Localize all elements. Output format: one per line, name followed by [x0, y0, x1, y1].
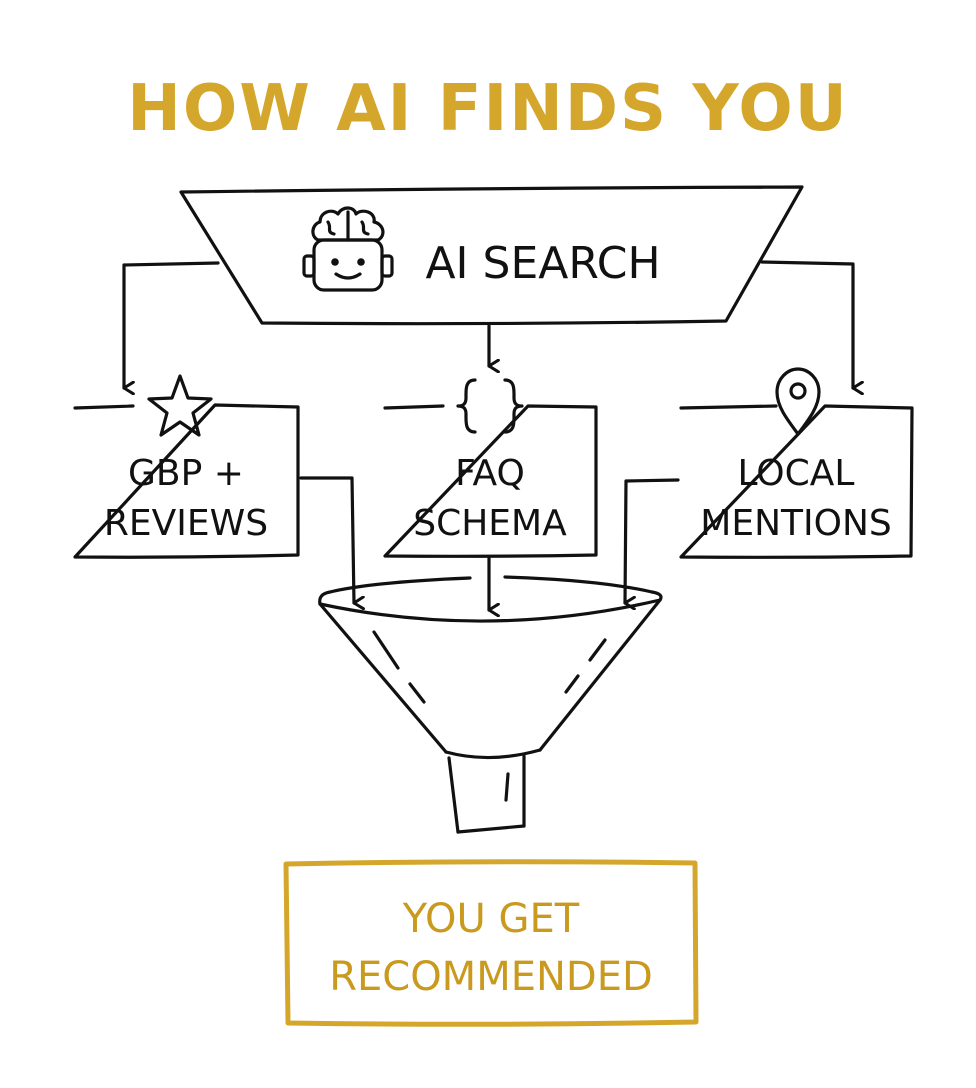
source-label-line1: GBP +: [128, 453, 244, 494]
connector-local-to-funnel: [623, 478, 680, 603]
source-label-line2: MENTIONS: [700, 503, 891, 544]
connector-gbp-to-funnel: [299, 476, 354, 603]
funnel-connectors: [299, 476, 680, 610]
ai-search-banner: AI SEARCH: [179, 185, 804, 326]
source-label-line1: FAQ: [455, 453, 525, 494]
connector-left: [122, 261, 220, 388]
star-icon: [147, 374, 213, 437]
curly-braces-icon: [456, 378, 524, 434]
search-connectors: [122, 260, 853, 388]
result-line1: YOU GET: [402, 896, 580, 942]
source-label-line2: REVIEWS: [104, 503, 268, 544]
source-box-local-mentions: LOCAL MENTIONS: [679, 367, 914, 559]
page-title: HOW AI FINDS YOU: [127, 72, 849, 146]
map-pin-icon: [775, 367, 821, 436]
funnel-icon: [318, 575, 663, 834]
connector-right: [760, 260, 853, 388]
source-label-line2: SCHEMA: [413, 503, 567, 544]
source-box-gbp-reviews: GBP + REVIEWS: [73, 374, 300, 559]
source-box-faq-schema: FAQ SCHEMA: [383, 378, 598, 558]
ai-search-label: AI SEARCH: [425, 238, 660, 289]
result-box: YOU GET RECOMMENDED: [283, 859, 699, 1027]
result-line2: RECOMMENDED: [329, 954, 653, 1000]
robot-brain-icon: [302, 206, 394, 292]
source-label-line1: LOCAL: [738, 453, 855, 494]
